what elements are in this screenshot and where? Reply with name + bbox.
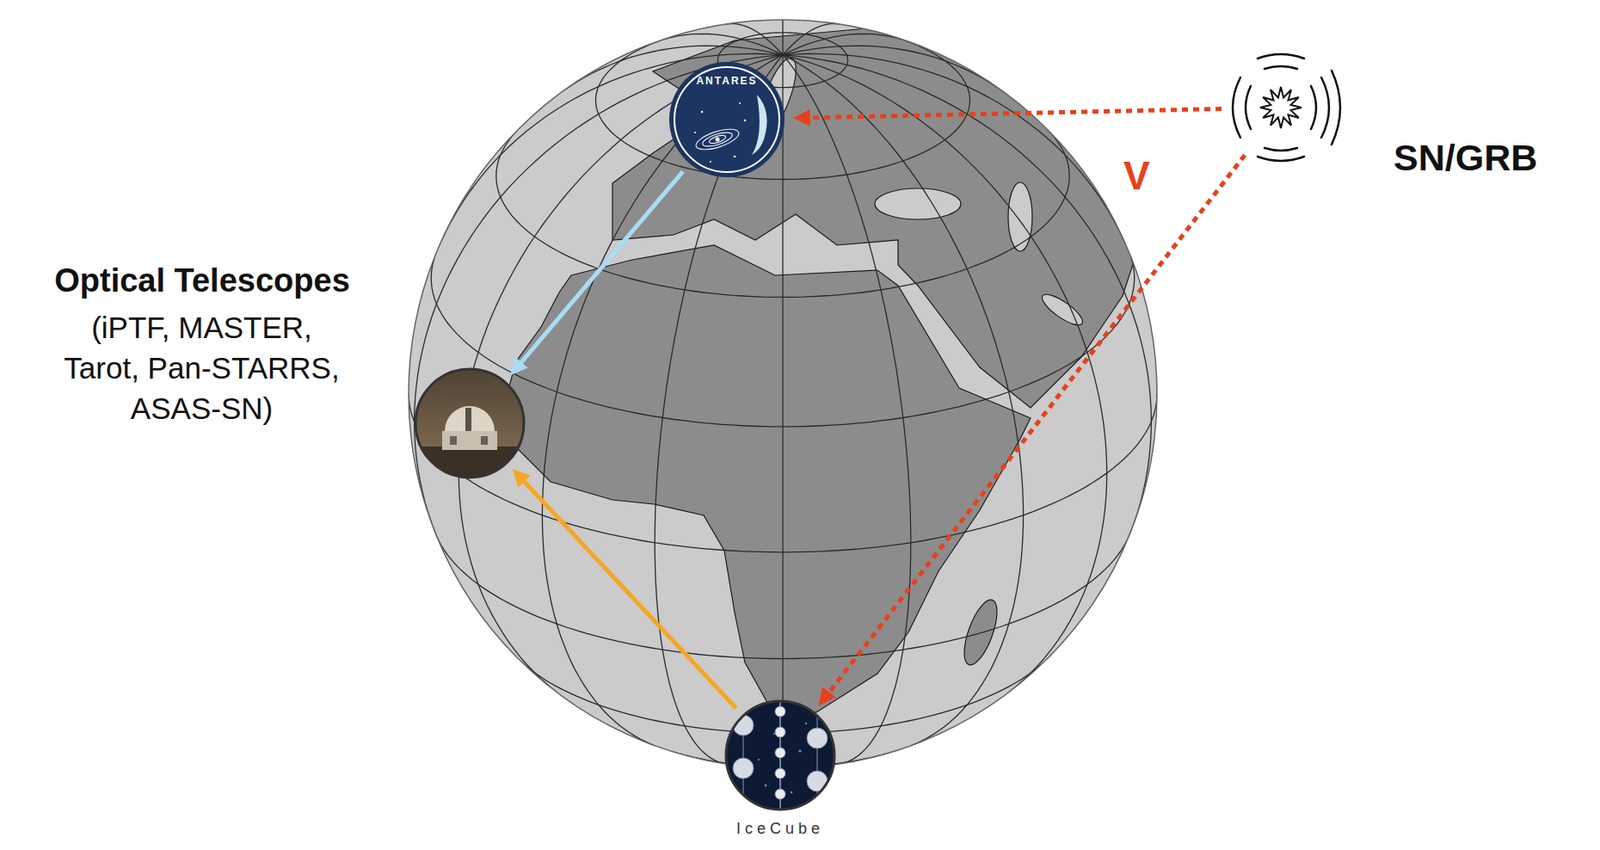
- meridian-line: [781, 19, 783, 56]
- antares-detector: ANTARES: [667, 60, 787, 179]
- parallel-line: [496, 130, 1070, 298]
- signal-arrow: [513, 171, 684, 371]
- telescope-photo: [413, 367, 526, 480]
- icecube-emblem: [724, 699, 837, 812]
- black-sea: [874, 188, 961, 220]
- telescope-list: (iPTF, MASTER, Tarot, Pan-STARRS, ASAS-S…: [53, 307, 351, 429]
- node-heading: Optical Telescopes: [8, 261, 396, 300]
- persian-gulf: [1038, 289, 1087, 331]
- burst-symbol: [1221, 43, 1342, 173]
- detector-name: IceCube: [702, 818, 858, 838]
- parallel-line: [436, 535, 1129, 659]
- meridian-line: [782, 54, 1125, 242]
- meridian-line: [662, 33, 783, 55]
- source-label: SN/GRB: [1393, 135, 1538, 179]
- land-masses: [408, 19, 1157, 769]
- meridian-line: [782, 55, 1108, 694]
- node-shape: [724, 699, 837, 812]
- meridian-line: [782, 55, 1024, 746]
- signal-arrow: [798, 109, 1222, 119]
- telescope-node: Optical Telescopes (iPTF, MASTER, Tarot, …: [8, 249, 534, 491]
- node-shape: [413, 367, 526, 480]
- detector-name: ANTARES: [667, 74, 787, 87]
- globe: [408, 19, 1157, 769]
- edge-label: V: [1123, 153, 1151, 198]
- africa: [503, 245, 1031, 713]
- signal-arrow: [516, 473, 737, 709]
- node-shape: [1221, 43, 1342, 173]
- meridian-line: [726, 24, 783, 56]
- parallel-line: [596, 37, 971, 179]
- meridian-line: [782, 24, 839, 56]
- icecube-detector: IceCube: [724, 699, 858, 842]
- globe-outline: [408, 19, 1157, 769]
- graticule: [408, 19, 1157, 769]
- meridian-line: [782, 55, 911, 764]
- meridian-line: [781, 55, 783, 769]
- signal-arrow: [821, 154, 1245, 702]
- caspian-sea: [1008, 182, 1033, 252]
- meridian-line: [782, 45, 1000, 89]
- source-burst: SN/GRB: [1221, 43, 1592, 190]
